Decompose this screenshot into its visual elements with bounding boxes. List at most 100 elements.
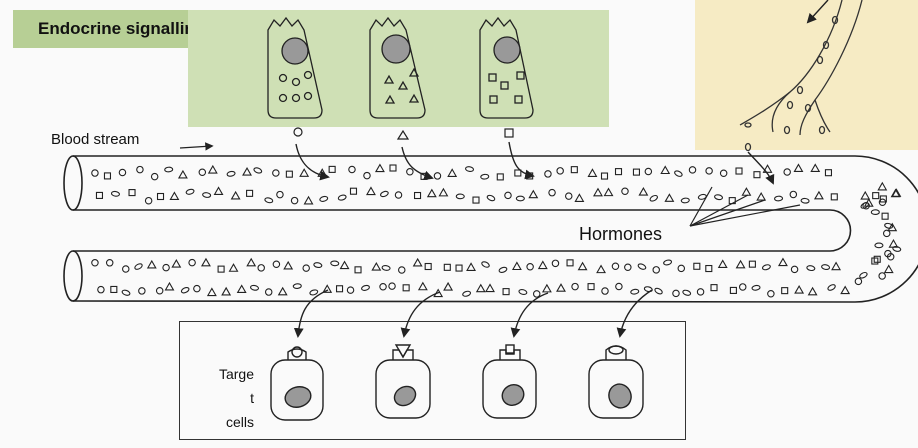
hormone-particle <box>556 283 566 292</box>
hormone-particle <box>719 169 728 178</box>
hormone-particle <box>624 263 632 271</box>
hormone-particle <box>144 196 153 205</box>
hormone-particle <box>649 194 658 202</box>
hormone-particle <box>601 287 609 295</box>
target-arrows <box>293 289 653 338</box>
hormone-particle <box>433 172 442 180</box>
hormone-particle <box>810 163 821 173</box>
hormone-particle <box>389 164 397 172</box>
hormone-particle <box>462 290 472 297</box>
hormone-particle <box>276 190 284 199</box>
hormone-particle <box>872 192 880 200</box>
hormone-particle <box>134 263 143 270</box>
hormone-particle <box>680 197 690 204</box>
hormone-particle <box>188 258 196 267</box>
hormone-particle <box>556 167 564 175</box>
hormone-particle <box>379 283 387 291</box>
hormone-particle <box>781 287 789 295</box>
hormone-particle <box>496 173 504 181</box>
hormone-particle <box>877 181 888 191</box>
hormone-particle <box>637 263 647 270</box>
hormone-particle <box>879 195 887 203</box>
hormone-particle <box>705 264 713 273</box>
hormones-label: Hormones <box>579 224 663 244</box>
target-cells-label-line1: Targe <box>218 366 254 382</box>
hormone-particle <box>246 257 257 267</box>
hormone-particle <box>417 281 428 291</box>
hormone-particle <box>840 285 851 295</box>
hormone-particle <box>577 261 588 271</box>
hormone-particle <box>883 264 894 274</box>
hormone-particle <box>447 168 458 177</box>
hormone-particle <box>230 190 241 200</box>
hormone-particle <box>206 287 217 297</box>
hormone-particle <box>319 195 329 202</box>
hormone-particle <box>402 284 410 292</box>
hormone-particle <box>565 192 573 200</box>
hormone-particle <box>322 284 333 293</box>
hormone-particle <box>813 190 824 200</box>
target-cell <box>375 344 431 419</box>
hormone-particle <box>290 196 299 205</box>
hormone-particle <box>413 191 422 200</box>
hormone-particle <box>886 253 895 261</box>
hormone-particle <box>793 163 804 173</box>
hormone-particle <box>621 187 629 196</box>
hormone-particle <box>672 289 680 298</box>
hormone-particle <box>155 287 164 295</box>
hormone-particle <box>285 170 293 178</box>
hormone-particle <box>511 261 522 271</box>
hormone-particle <box>475 283 486 293</box>
neuron-arrow <box>806 0 829 24</box>
hormone-particle <box>514 169 522 177</box>
hormone-particle <box>412 257 423 267</box>
hormone-particle <box>728 197 736 205</box>
hormone-particle <box>121 289 131 296</box>
hormone-particle <box>830 193 838 201</box>
hormone-particle <box>551 259 560 268</box>
blood-hormones <box>91 163 902 298</box>
hormone-particle <box>299 168 310 177</box>
target-cells-label-line2: t <box>250 390 254 406</box>
hormone-particle <box>710 284 718 292</box>
hormone-particle <box>664 193 675 202</box>
hormone-particle <box>873 255 881 263</box>
hormone-particle <box>169 191 180 201</box>
hormone-particle <box>185 188 195 195</box>
hormone-particle <box>717 259 728 269</box>
hormone-particle <box>424 262 432 271</box>
hormone-particle <box>349 187 358 195</box>
hormone-particle <box>518 289 528 295</box>
hormone-particle <box>697 193 707 200</box>
target-cells-box <box>179 321 686 440</box>
hormone-particle <box>614 168 623 176</box>
hormone-particle <box>171 258 182 268</box>
hormone-particle <box>272 169 280 177</box>
hormone-particle <box>761 264 771 271</box>
hormone-particle <box>443 281 454 291</box>
hormone-particle <box>201 257 211 267</box>
hormone-particle <box>821 264 831 271</box>
hormone-particle <box>753 171 761 179</box>
hormone-particle <box>748 260 756 268</box>
hormone-particle <box>593 187 603 197</box>
blood-stream-label: Blood stream <box>51 131 140 148</box>
hormone-particle <box>193 284 201 293</box>
hormone-particle <box>198 168 207 176</box>
hormone-particle <box>374 163 385 173</box>
hormone-particle <box>888 239 899 248</box>
hormone-particle <box>603 187 614 197</box>
hormone-particle <box>735 167 743 175</box>
hormone-particle <box>250 284 260 291</box>
hormone-particle <box>309 289 319 296</box>
hormone-particle <box>91 169 99 177</box>
hormone-particle <box>128 189 136 197</box>
secreting-cell <box>267 16 323 119</box>
hormone-particle <box>162 263 170 272</box>
hormone-particle <box>705 167 713 175</box>
hormone-particle <box>526 172 534 180</box>
secreting-cell <box>369 16 426 119</box>
hormone-particle <box>600 172 609 180</box>
hormone-particle <box>854 277 863 286</box>
hormone-particle <box>762 164 773 173</box>
